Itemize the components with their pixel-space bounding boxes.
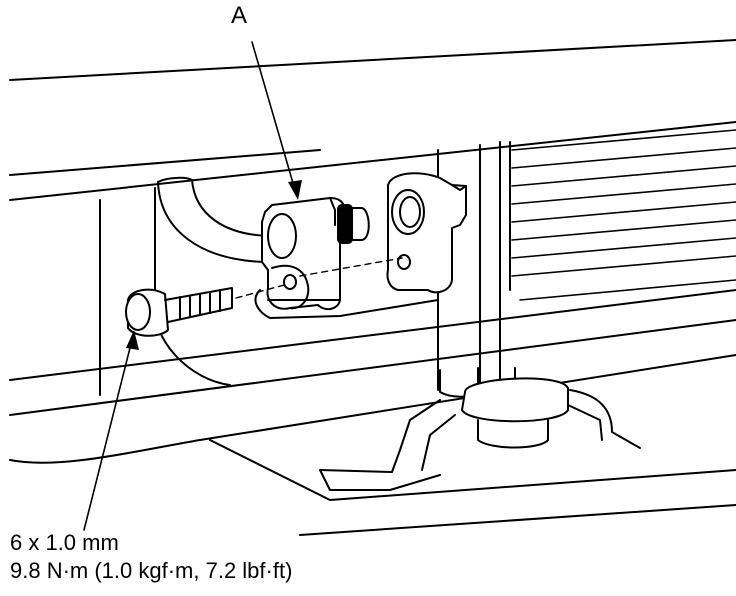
callout-label-a: A (231, 2, 248, 29)
alignment-lines (235, 257, 403, 299)
condenser-bracket (386, 172, 467, 294)
body-panel-lines (9, 39, 736, 536)
bolt (125, 287, 233, 337)
bolt-size-label: 6 x 1.0 mm (10, 530, 119, 555)
lower-bracket (254, 289, 439, 319)
lower-mount (439, 367, 569, 449)
refrigerant-pipe (157, 176, 271, 263)
leader-lines (83, 41, 296, 531)
condenser-fins (511, 129, 736, 301)
lower-support-bracket (319, 389, 641, 491)
arrowheads (126, 180, 302, 350)
torque-spec-label: 9.8 N·m (1.0 kgf·m, 7.2 lbf·ft) (10, 558, 293, 583)
pipe-flange (261, 197, 370, 311)
